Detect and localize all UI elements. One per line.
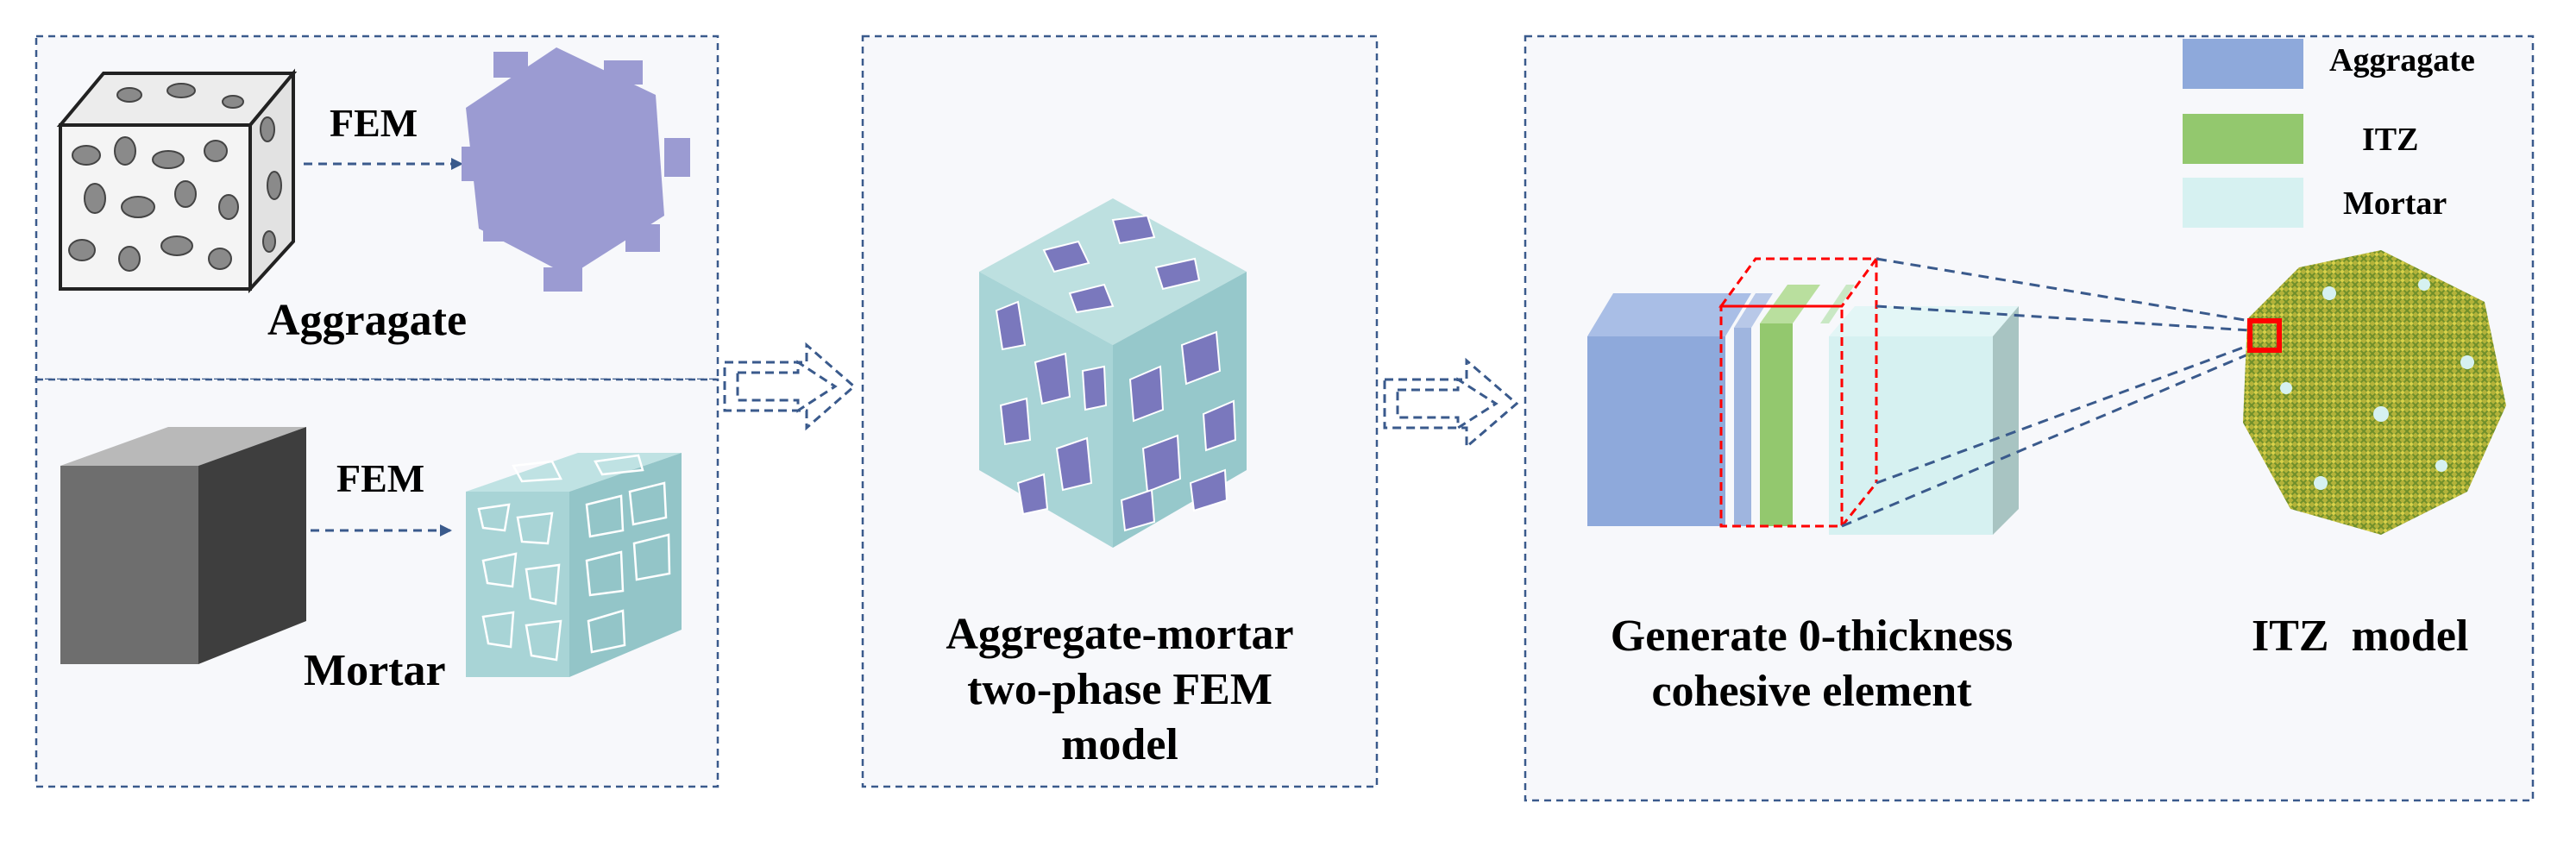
legend-swatch-itz xyxy=(2183,114,2303,164)
two-phase-caption-line-2: two-phase FEM xyxy=(967,665,1272,714)
legend-label-itz: ITZ xyxy=(2362,122,2419,158)
cohesive-caption: Generate 0-thickness cohesive element xyxy=(1544,609,2079,719)
mortar-fem-label: FEM xyxy=(336,456,425,500)
legend-label-aggragate: Aggragate xyxy=(2329,42,2475,78)
mortar-caption: Mortar xyxy=(304,646,446,695)
aggregate-fem-mesh xyxy=(462,47,690,292)
legend-swatch-mortar xyxy=(2183,178,2303,228)
legend-label-mortar: Mortar xyxy=(2343,185,2447,222)
two-phase-caption: Aggregate-mortar two-phase FEM model xyxy=(863,607,1377,773)
two-phase-caption-line-1: Aggregate-mortar xyxy=(946,610,1294,659)
cohesive-caption-line-1: Generate 0-thickness xyxy=(1610,612,2014,661)
zoom-connector-lines xyxy=(1841,257,2251,528)
two-phase-fem-cube xyxy=(979,198,1247,548)
itz-model-sphere xyxy=(2243,250,2506,535)
legend-swatch-aggragate xyxy=(2183,39,2303,89)
transition-arrow-1 xyxy=(723,342,857,431)
mortar-cube-illustration xyxy=(60,427,306,664)
aggregate-cube-illustration xyxy=(56,68,298,294)
cohesive-element-schematic xyxy=(1587,257,2019,535)
aggregate-fem-label: FEM xyxy=(330,101,418,145)
cohesive-caption-line-2: cohesive element xyxy=(1651,667,1972,716)
transition-arrow-2 xyxy=(1383,357,1519,450)
two-phase-caption-line-3: model xyxy=(1061,720,1178,769)
itz-zoom-highlight xyxy=(2247,318,2282,353)
itz-model-caption: ITZ model xyxy=(2252,612,2469,661)
aggregate-caption: Aggragate xyxy=(267,296,468,345)
mortar-fem-mesh xyxy=(466,453,682,677)
